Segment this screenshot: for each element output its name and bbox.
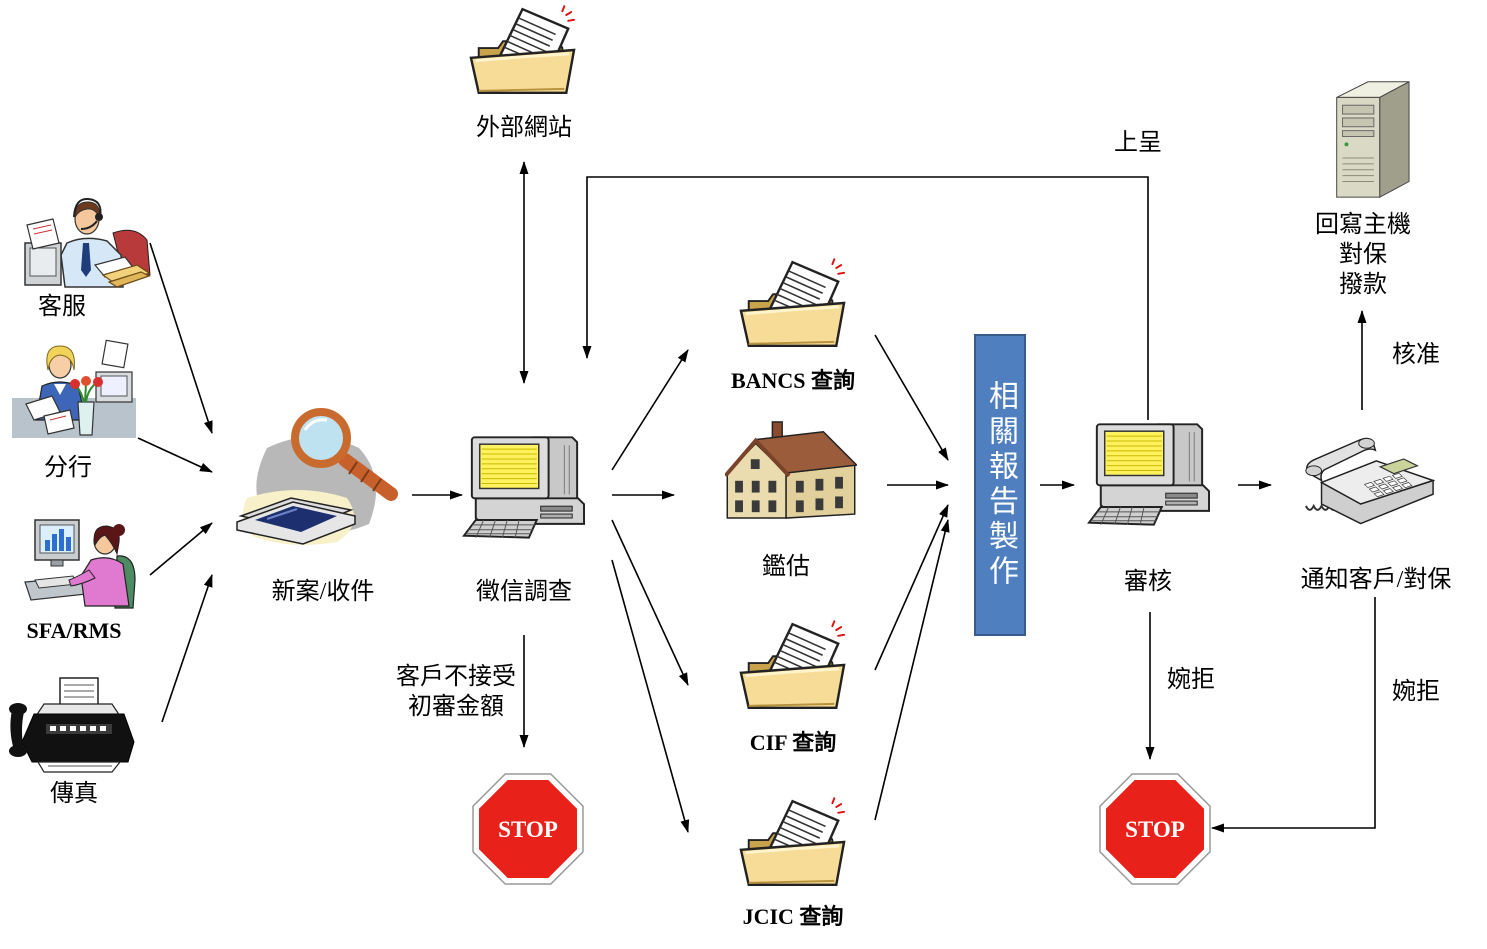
cif-folder-icon [739,620,846,710]
label-review-reject: 婉拒 [1167,667,1215,693]
arrow-review-escalate-to-investigation [582,176,1149,420]
arrow-customer-service-to-new-case [149,242,213,434]
label-credit-investigation: 徵信調查 [476,579,572,605]
label-report-production: 相關報告製作 [984,380,1017,590]
stop-sign-text: STOP [498,817,558,842]
label-host-writeback: 回寫主機 [1315,212,1411,238]
jcic-folder-icon [739,797,846,887]
arrow-notify-reject-to-stop [1211,597,1376,833]
arrow-sfa-rms-to-new-case [149,522,213,576]
arrow-fax-to-new-case [161,574,213,723]
external-website-folder-icon [469,5,576,95]
host-server-icon [1336,81,1410,198]
label-approve: 核准 [1392,342,1440,368]
bancs-folder-icon [739,258,846,348]
stop-sign-icon: STOP [472,773,584,885]
label-customer-service: 客服 [38,294,86,320]
stop-sign-text: STOP [1125,817,1185,842]
arrow-branch-to-new-case [137,437,213,473]
arrow-investigation-to-cif [611,519,689,686]
label-new-case: 新案/收件 [271,579,375,605]
label-review: 審核 [1124,569,1172,595]
credit-investigation-computer-icon [462,436,585,539]
stop-sign-icon: STOP [1099,773,1211,885]
telephone-icon [1304,437,1435,525]
appraisal-house-icon [725,420,857,520]
label-host-signing: 對保 [1339,242,1387,268]
label-branch: 分行 [44,455,92,481]
branch-clerk-icon [12,339,136,438]
scanner-magnifier-icon [236,408,398,545]
label-bancs-query: BANCS 查詢 [730,368,856,393]
arrow-investigation-to-jcic [611,559,690,833]
label-cif-query: CIF 查詢 [749,730,837,755]
label-escalate: 上呈 [1114,130,1162,156]
label-fax: 傳真 [50,781,98,807]
review-computer-icon [1087,423,1210,526]
arrow-bancs-to-report [874,334,949,461]
label-customer-declines-line1: 客戶不接受 [396,664,516,690]
fax-machine-icon [9,677,135,773]
arrow-cif-to-report [874,504,949,671]
report-production-box [974,334,1026,636]
label-external-website: 外部網站 [476,115,572,141]
label-customer-declines-line2: 初審金額 [408,694,504,720]
label-appraisal: 鑑估 [762,554,810,580]
label-jcic-query: JCIC 查詢 [742,904,844,929]
label-host-disbursement: 撥款 [1339,272,1387,298]
arrows [137,161,1376,833]
call-center-agent-icon [24,197,151,288]
arrow-investigation-to-bancs [611,349,689,471]
computer-user-icon [24,519,136,609]
label-sfa-rms: SFA/RMS [26,618,122,643]
label-notify-customer: 通知客戶/對保 [1300,567,1452,593]
label-notify-reject: 婉拒 [1392,679,1440,705]
arrow-jcic-to-report [874,519,950,821]
